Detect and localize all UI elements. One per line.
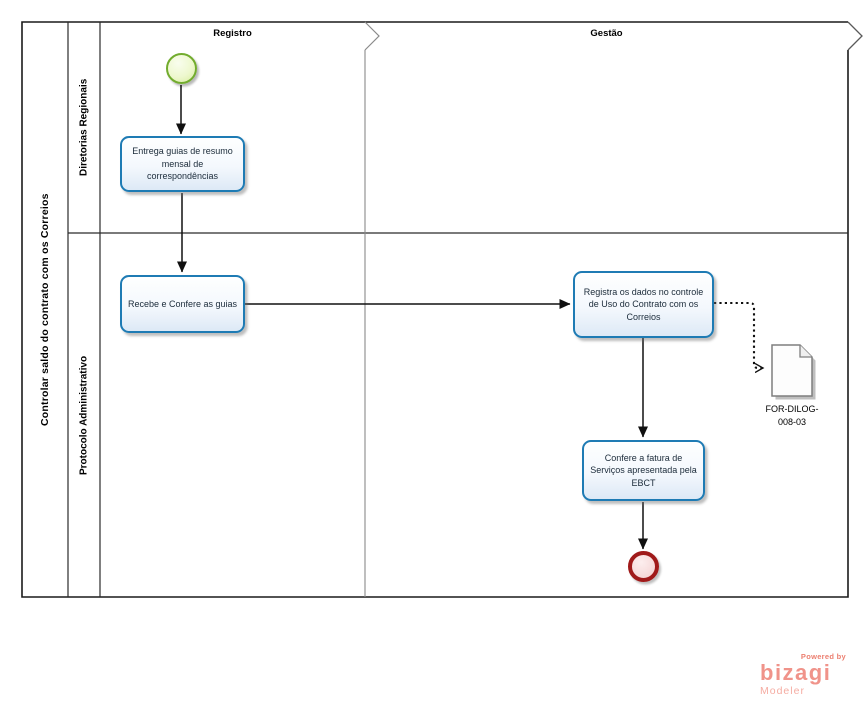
pool-title: Controlar saldo do contrato com os Corre… <box>39 193 51 426</box>
task-confere-fatura[interactable]: Confere a fatura de Serviços apresentada… <box>582 440 705 501</box>
association-registra-to-document[interactable] <box>714 301 763 368</box>
data-object-fold-corner <box>799 345 812 358</box>
lane-label-protocolo-administrativo: Protocolo Administrativo <box>78 355 90 475</box>
task-entrega-guias[interactable]: Entrega guias de resumo mensal de corres… <box>120 136 245 192</box>
milestone-chevron-right <box>847 21 863 51</box>
milestone-header-gestao: Gestão <box>590 28 623 39</box>
bizagi-modeler-text: Modeler <box>760 684 805 697</box>
task-confere-fatura-label: Confere a fatura de Serviços apresentada… <box>590 452 697 488</box>
task-recebe-confere-guias[interactable]: Recebe e Confere as guias <box>120 275 245 333</box>
task-entrega-guias-label: Entrega guias de resumo mensal de corres… <box>132 146 233 182</box>
task-registra-dados-controle[interactable]: Registra os dados no controle de Uso do … <box>573 271 714 338</box>
lane-label-diretorias-regionais: Diretorias Regionais <box>78 78 90 177</box>
data-object-shape[interactable] <box>771 344 816 400</box>
bizagi-logo: bizagi <box>760 659 832 685</box>
milestone-header-registro: Registro <box>213 28 252 39</box>
end-event[interactable] <box>628 551 659 582</box>
data-object-label: FOR-DILOG- 008-03 <box>765 404 819 428</box>
bizagi-branding: Powered by bizagi Modeler <box>760 653 846 696</box>
start-event[interactable] <box>166 53 197 84</box>
task-recebe-confere-guias-label: Recebe e Confere as guias <box>127 298 238 309</box>
powered-by-text: Powered by <box>800 652 846 661</box>
data-object-body <box>771 344 813 397</box>
task-registra-dados-controle-label: Registra os dados no controle de Uso do … <box>583 286 704 322</box>
